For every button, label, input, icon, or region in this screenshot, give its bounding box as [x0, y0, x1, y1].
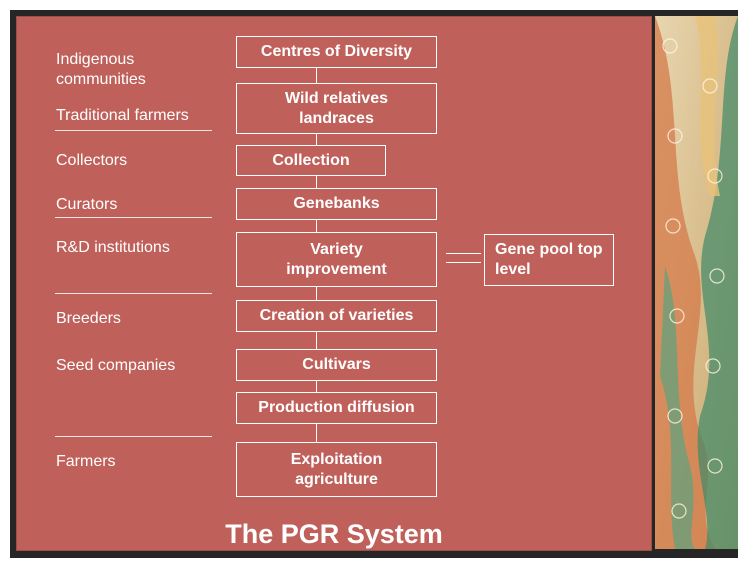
- connector-line: [316, 220, 317, 232]
- connector-line: [316, 286, 317, 300]
- slide-title: The PGR System: [225, 519, 443, 549]
- separator-line: [55, 436, 212, 437]
- stage-box-variety-improvement: Variety improvement: [236, 232, 437, 287]
- actor-label: Curators: [56, 196, 118, 213]
- actor-label: Indigenous communities: [56, 51, 146, 88]
- separator-line: [55, 293, 212, 294]
- connector-line: [316, 381, 317, 392]
- equals-line-bottom: [446, 262, 481, 263]
- actor-label: Seed companies: [56, 357, 176, 374]
- actor-label: Collectors: [56, 152, 128, 169]
- gene-pool-box: Gene pool top level: [484, 234, 614, 286]
- actor-label: R&D institutions: [56, 239, 170, 256]
- actor-label: Breeders: [56, 310, 121, 327]
- stage-box-centres-of-diversity: Centres of Diversity: [236, 36, 437, 68]
- stage-box-cultivars: Cultivars: [236, 349, 437, 381]
- separator-line: [55, 130, 212, 131]
- floral-pattern-image: [655, 16, 738, 549]
- connector-line: [316, 423, 317, 442]
- separator-line: [55, 217, 212, 218]
- decorative-side-band: [655, 16, 738, 549]
- content-panel: [16, 16, 652, 551]
- stage-box-genebanks: Genebanks: [236, 188, 437, 220]
- connector-line: [316, 176, 317, 188]
- actor-label: Traditional farmers: [56, 107, 189, 124]
- connector-line: [316, 67, 317, 83]
- stage-box-production-diffusion: Production diffusion: [236, 392, 437, 424]
- actor-label: Farmers: [56, 453, 116, 470]
- connector-line: [316, 133, 317, 145]
- stage-box-collection: Collection: [236, 145, 386, 176]
- connector-line: [316, 331, 317, 349]
- equals-line-top: [446, 253, 481, 254]
- stage-box-exploitation-agriculture: Exploitation agriculture: [236, 442, 437, 497]
- stage-box-creation-of-varieties: Creation of varieties: [236, 300, 437, 332]
- stage-box-wild-relatives: Wild relatives landraces: [236, 83, 437, 134]
